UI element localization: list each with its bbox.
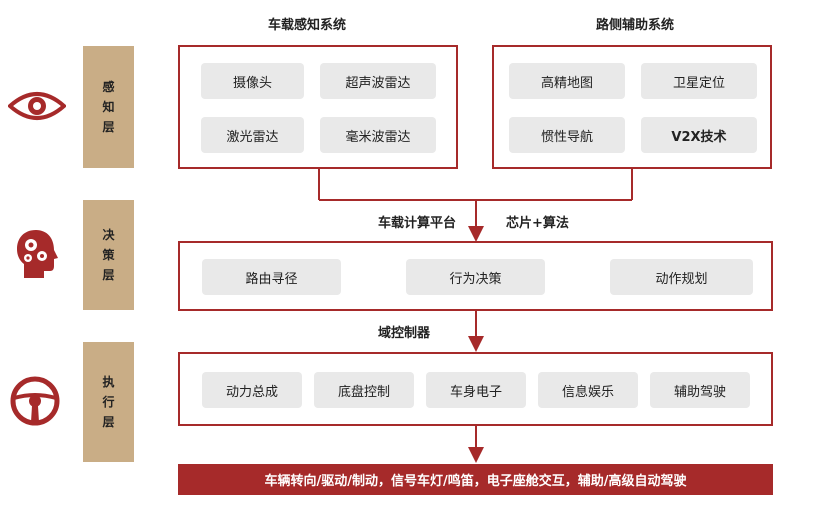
head-gears-icon <box>17 230 58 278</box>
vehicle-perception-frame: 摄像头 超声波雷达 激光雷达 毫米波雷达 <box>178 45 458 169</box>
execution-frame: 动力总成 底盘控制 车身电子 信息娱乐 辅助驾驶 <box>178 352 773 426</box>
roadside-pill: V2X技术 <box>641 117 757 153</box>
vehicle-perception-title: 车载感知系统 <box>267 18 346 33</box>
sensor-pill: 超声波雷达 <box>320 63 436 99</box>
roadside-pill: 高精地图 <box>509 63 625 99</box>
execution-item: 车身电子 <box>426 372 526 408</box>
steering-wheel-icon <box>10 376 60 426</box>
execution-item: 信息娱乐 <box>538 372 638 408</box>
sensor-pill: 毫米波雷达 <box>320 117 436 153</box>
roadside-assist-title: 路侧辅助系统 <box>595 18 674 33</box>
execution-item: 动力总成 <box>202 372 302 408</box>
decision-step: 行为决策 <box>406 259 545 295</box>
layer-decision: 决 策 层 <box>83 200 134 310</box>
execution-item: 辅助驾驶 <box>650 372 750 408</box>
layer-execution: 执 行 层 <box>83 342 134 462</box>
sensor-pill: 摄像头 <box>201 63 304 99</box>
sensor-pill: 激光雷达 <box>201 117 304 153</box>
decision-step: 路由寻径 <box>202 259 341 295</box>
roadside-assist-frame: 高精地图 卫星定位 惯性导航 V2X技术 <box>492 45 772 169</box>
domain-controller-label: 域控制器 <box>378 326 431 341</box>
roadside-pill: 惯性导航 <box>509 117 625 153</box>
compute-platform-label: 车载计算平台 <box>378 216 457 231</box>
eye-icon <box>8 92 66 120</box>
output-bar: 车辆转向/驱动/制动，信号车灯/鸣笛，电子座舱交互，辅助/高级自动驾驶 <box>178 464 773 495</box>
layer-perception: 感 知 层 <box>83 46 134 168</box>
decision-frame: 路由寻径 行为决策 动作规划 <box>178 241 773 311</box>
roadside-pill: 卫星定位 <box>641 63 757 99</box>
execution-item: 底盘控制 <box>314 372 414 408</box>
chip-algorithm-label: 芯片+算法 <box>506 216 569 231</box>
decision-step: 动作规划 <box>610 259 753 295</box>
